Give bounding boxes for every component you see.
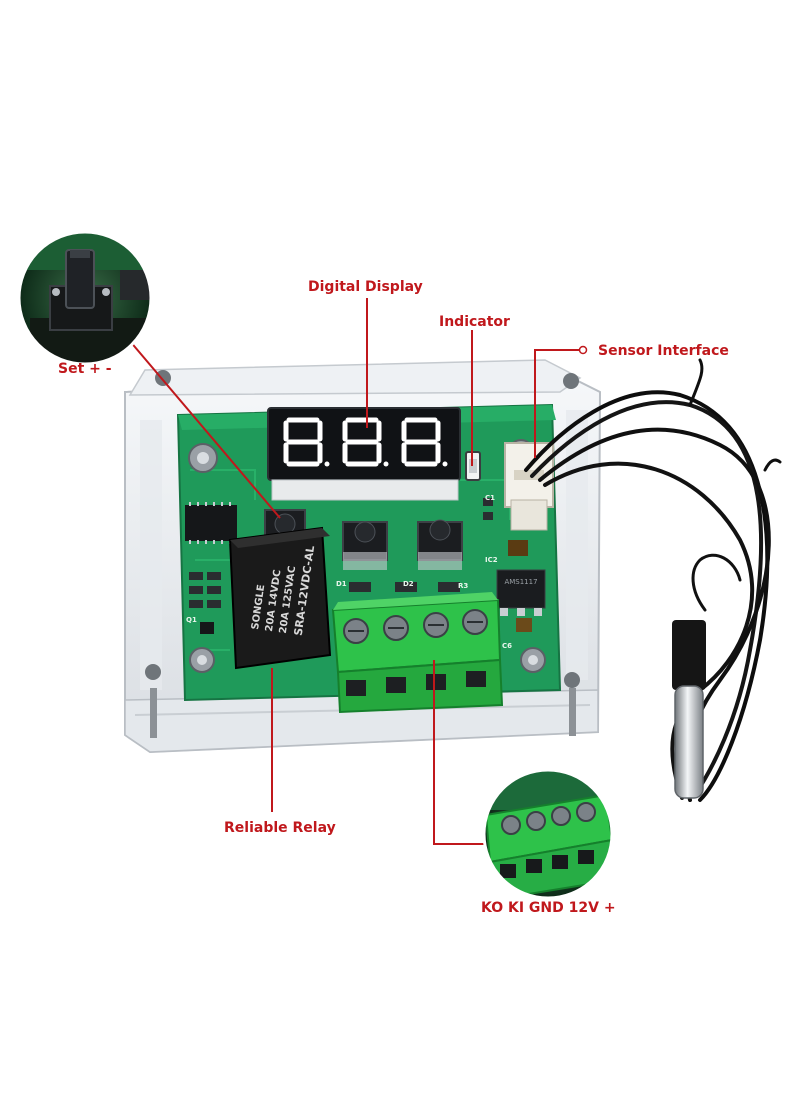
regulator-marking: AMS1117 bbox=[504, 578, 537, 586]
leader-terminal-pins bbox=[433, 660, 492, 845]
sensor-probe bbox=[672, 620, 706, 799]
label-terminal-pins: KO KI GND 12V + bbox=[481, 900, 616, 916]
button-minus[interactable] bbox=[417, 519, 463, 570]
callout-lines bbox=[128, 298, 583, 845]
smd-components bbox=[189, 498, 532, 634]
leader-set-button bbox=[128, 339, 281, 519]
silk-ic2: IC2 bbox=[485, 556, 498, 564]
relay: SONGLE 20A 14VDC 20A 125VAC SRA-12VDC-AL bbox=[228, 526, 332, 670]
label-sensor-interface: Sensor Interface bbox=[598, 343, 729, 359]
screw-top-left bbox=[188, 443, 218, 473]
leader-sensor-interface bbox=[534, 349, 583, 458]
screw-bottom-right bbox=[520, 647, 546, 673]
terminal-screw-ki[interactable] bbox=[383, 615, 409, 641]
sensor-connector[interactable] bbox=[504, 442, 554, 531]
display-decimal-point bbox=[383, 461, 389, 467]
silk-q1: Q1 bbox=[186, 616, 197, 624]
zoom-set-button bbox=[17, 230, 153, 366]
zoom-terminal-block bbox=[482, 768, 614, 900]
silk-d2: D2 bbox=[403, 580, 414, 588]
silk-c6: C6 bbox=[502, 642, 512, 650]
label-digital-display: Digital Display bbox=[308, 279, 423, 295]
voltage-regulator: AMS1117 bbox=[496, 569, 546, 616]
display-decimal-point bbox=[324, 461, 330, 467]
display-decimal-point bbox=[442, 461, 448, 467]
seven-segment-display bbox=[267, 407, 461, 501]
label-reliable-relay: Reliable Relay bbox=[224, 820, 336, 836]
terminal-screw-ko[interactable] bbox=[343, 618, 369, 644]
silk-c1: C1 bbox=[485, 494, 495, 502]
silk-d1: D1 bbox=[336, 580, 347, 588]
silk-r3: R3 bbox=[458, 582, 468, 590]
terminal-block bbox=[331, 592, 504, 714]
ic-chip bbox=[185, 502, 237, 544]
terminal-screw-gnd[interactable] bbox=[423, 612, 449, 638]
label-set-button: Set + - bbox=[58, 361, 112, 377]
terminal-screw-12v[interactable] bbox=[462, 609, 488, 635]
button-plus[interactable] bbox=[342, 521, 388, 570]
screw-bottom-left bbox=[189, 647, 215, 673]
label-indicator: Indicator bbox=[439, 314, 510, 330]
